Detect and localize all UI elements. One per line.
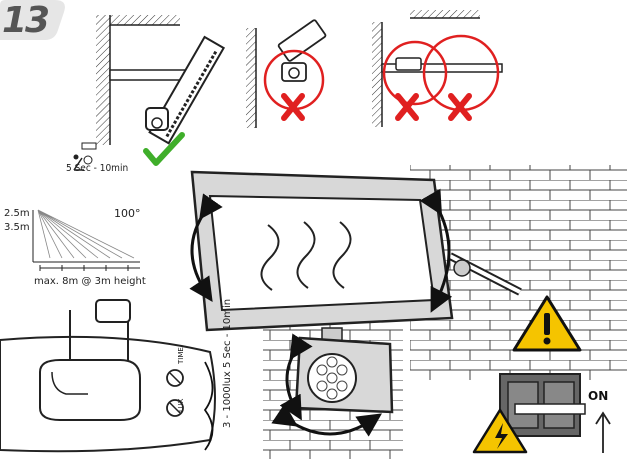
correct-mount-illustration: [96, 15, 226, 145]
dial-bracket: [203, 361, 214, 451]
dial-lux-label: LUX: [177, 398, 185, 412]
motion-person-icon: [73, 142, 97, 171]
up-arrow-icon: [595, 411, 611, 453]
switch-on-label: ON: [588, 389, 609, 403]
warning-triangle-icon: [512, 295, 582, 352]
detection-range-label: max. 8m @ 3m height: [34, 276, 146, 287]
cross-mark-icon: [448, 93, 472, 121]
sensor-settings-label: 3 - 1000lux 5 Sec - 10min: [222, 298, 233, 428]
circuit-breaker: [499, 373, 586, 437]
check-mark-icon: [143, 132, 185, 166]
dial-time-label: TIME: [177, 347, 185, 364]
incorrect-mount-illustration-1: [246, 19, 327, 128]
rotate-arrow-icon: [271, 403, 382, 437]
mounting-height-max: 3.5m: [4, 222, 30, 233]
electric-hazard-icon: [472, 408, 528, 454]
incorrect-mount-illustration-2: [372, 10, 503, 127]
detection-timer-label: 5 Sec - 10min: [66, 163, 129, 174]
step-number: 13: [2, 0, 50, 41]
cross-mark-icon: [281, 93, 305, 121]
motion-sensor: [294, 336, 394, 414]
rotate-arrow-icon: [419, 188, 453, 313]
detection-angle-label: 100°: [114, 207, 141, 220]
sensor-closeup: [0, 299, 216, 453]
detection-zone-illustration: [32, 209, 140, 271]
floodlight: [190, 170, 522, 347]
cross-mark-icon: [395, 93, 419, 121]
rotate-arrow-icon: [189, 193, 223, 302]
mounting-height-min: 2.5m: [4, 208, 30, 219]
step-badge: [0, 0, 65, 40]
